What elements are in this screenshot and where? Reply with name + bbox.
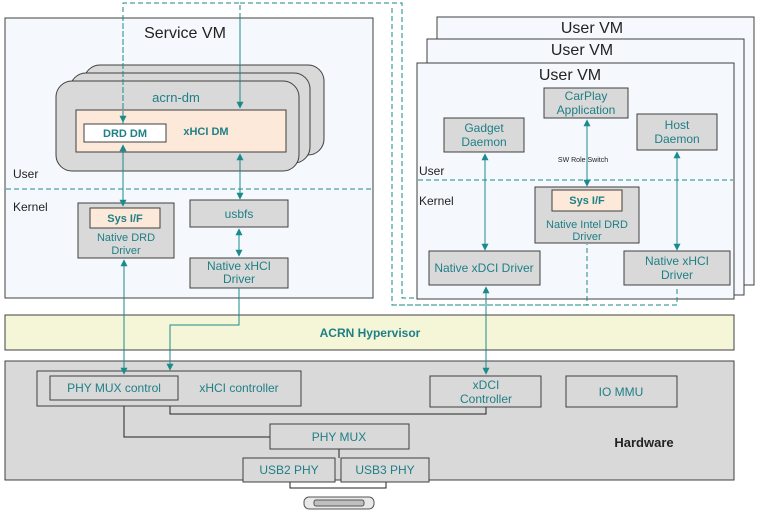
sys-if-box-user: Sys I/F: [551, 189, 623, 212]
service-vm-title: Service VM: [144, 25, 226, 42]
carplay-label-2: Application: [557, 103, 616, 117]
carplay-application-box: CarPlay Application: [543, 87, 629, 119]
user-vm-title-1: User VM: [539, 67, 601, 84]
native-xhci-driver-box-user: Native xHCI Driver: [623, 250, 731, 286]
acrn-hypervisor-bar: ACRN Hypervisor: [4, 314, 735, 351]
native-xdci-driver-label: Native xDCI Driver: [434, 261, 533, 275]
xhci-dm-label: xHCI DM: [183, 126, 228, 138]
dashed-config-path-2: [391, 8, 678, 306]
hardware-wiring: [123, 405, 487, 489]
host-daemon-label-2: Daemon: [654, 132, 699, 146]
gadget-daemon-label-2: Daemon: [461, 135, 506, 149]
gadget-daemon-box: Gadget Daemon: [443, 117, 525, 153]
phy-mux-control-label: PHY MUX control: [67, 381, 161, 395]
user-vm-user-label: User: [419, 164, 444, 178]
host-daemon-label-1: Host: [665, 118, 690, 132]
user-vm-title-2: User VM: [551, 42, 613, 59]
phy-mux-control-box: PHY MUX control: [49, 375, 179, 401]
xhci-dm-box: xHCI DM: [75, 109, 287, 153]
native-xhci-driver-service-label-1: Native xHCI: [207, 259, 271, 273]
arrows: [119, 16, 681, 375]
xdci-controller-label-2: Controller: [460, 392, 512, 406]
phy-mux-label: PHY MUX: [312, 430, 366, 444]
connector-icon: [303, 496, 375, 510]
user-vm-kernel-label: Kernel: [419, 194, 454, 208]
sys-if-box-service: Sys I/F: [89, 207, 161, 229]
usbfs-label: usbfs: [225, 207, 254, 221]
sw-role-switch-label: SW Role Switch: [558, 157, 608, 164]
native-xhci-driver-box-service: Native xHCI Driver: [189, 257, 289, 289]
sys-if-label-user: Sys I/F: [569, 195, 605, 207]
gadget-daemon-label-1: Gadget: [464, 121, 504, 135]
native-drd-driver-label-1: Native DRD: [97, 232, 155, 244]
io-mmu-label: IO MMU: [599, 385, 644, 399]
acrn-hypervisor-label: ACRN Hypervisor: [320, 326, 421, 340]
drd-dm-label: DRD DM: [103, 128, 147, 140]
hardware-label: Hardware: [614, 435, 673, 450]
xhci-controller-label: xHCI controller: [199, 381, 278, 395]
native-xhci-driver-user-label-2: Driver: [661, 268, 693, 282]
io-mmu-box: IO MMU: [565, 375, 678, 408]
acrn-dm-label: acrn-dm: [152, 90, 200, 105]
user-vm-title-3: User VM: [561, 20, 623, 37]
usb2-phy-box: USB2 PHY: [242, 457, 336, 483]
usb3-phy-label: USB3 PHY: [355, 463, 414, 477]
drd-dm-box: DRD DM: [83, 123, 167, 143]
sys-if-label-service: Sys I/F: [107, 213, 143, 225]
usbfs-box: usbfs: [189, 199, 289, 228]
xdci-controller-box: xDCI Controller: [429, 375, 542, 408]
native-intel-drd-label-1: Native Intel DRD: [546, 219, 628, 231]
usb2-phy-label: USB2 PHY: [259, 463, 318, 477]
service-vm-kernel-label: Kernel: [13, 200, 48, 214]
native-drd-driver-label-2: Driver: [111, 245, 141, 257]
host-daemon-box: Host Daemon: [636, 113, 718, 151]
native-xdci-driver-box: Native xDCI Driver: [428, 250, 541, 286]
carplay-label-1: CarPlay: [565, 89, 608, 103]
native-xhci-driver-user-label-1: Native xHCI: [645, 254, 709, 268]
phy-mux-box: PHY MUX: [269, 423, 410, 450]
native-intel-drd-label-2: Driver: [572, 231, 602, 243]
xdci-controller-label-1: xDCI: [473, 378, 500, 392]
native-xhci-driver-service-label-2: Driver: [223, 272, 255, 286]
usb3-phy-box: USB3 PHY: [340, 457, 430, 483]
service-vm-user-label: User: [13, 167, 38, 181]
